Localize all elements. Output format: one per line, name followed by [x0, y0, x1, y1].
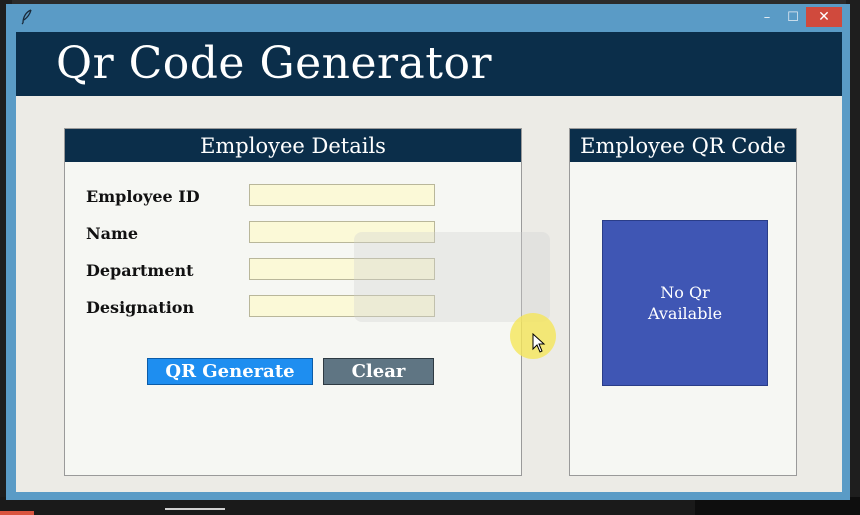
app-client-area: Qr Code Generator Employee Details Emplo…: [16, 32, 842, 492]
employee-id-field[interactable]: [249, 184, 435, 206]
feather-icon: [21, 9, 32, 25]
qr-generate-button[interactable]: QR Generate: [147, 358, 313, 385]
taskbar-indicator: [0, 511, 34, 515]
employee-qr-header: Employee QR Code: [570, 129, 796, 162]
department-label: Department: [86, 261, 194, 280]
designation-field[interactable]: [249, 295, 435, 317]
minimize-button[interactable]: –: [763, 9, 771, 25]
header-banner: Qr Code Generator: [16, 32, 842, 96]
name-label: Name: [86, 224, 139, 243]
page-title: Qr Code Generator: [56, 38, 492, 89]
faded-overlay-window: [354, 232, 550, 322]
maximize-button[interactable]: ☐: [787, 9, 799, 25]
taskbar-tray: [695, 497, 860, 515]
mouse-pointer-icon: [532, 333, 546, 353]
employee-details-header: Employee Details: [65, 129, 521, 162]
title-bar[interactable]: – ☐ ✕: [6, 4, 850, 32]
close-button[interactable]: ✕: [806, 7, 842, 27]
qr-code-placeholder: No Qr Available: [602, 220, 768, 386]
app-window: – ☐ ✕ Qr Code Generator Employee Details…: [6, 4, 850, 500]
designation-label: Designation: [86, 298, 195, 317]
clear-button[interactable]: Clear: [323, 358, 434, 385]
qr-placeholder-line2: Available: [647, 304, 723, 323]
department-field[interactable]: [249, 258, 435, 280]
employee-qr-panel: Employee QR Code No Qr Available: [569, 128, 797, 476]
name-field[interactable]: [249, 221, 435, 243]
taskbar: [0, 497, 860, 515]
qr-placeholder-line1: No Qr: [660, 283, 710, 302]
taskbar-divider: [165, 508, 225, 510]
employee-id-label: Employee ID: [86, 187, 200, 206]
employee-details-panel: Employee Details Employee ID Name Depart…: [64, 128, 522, 476]
